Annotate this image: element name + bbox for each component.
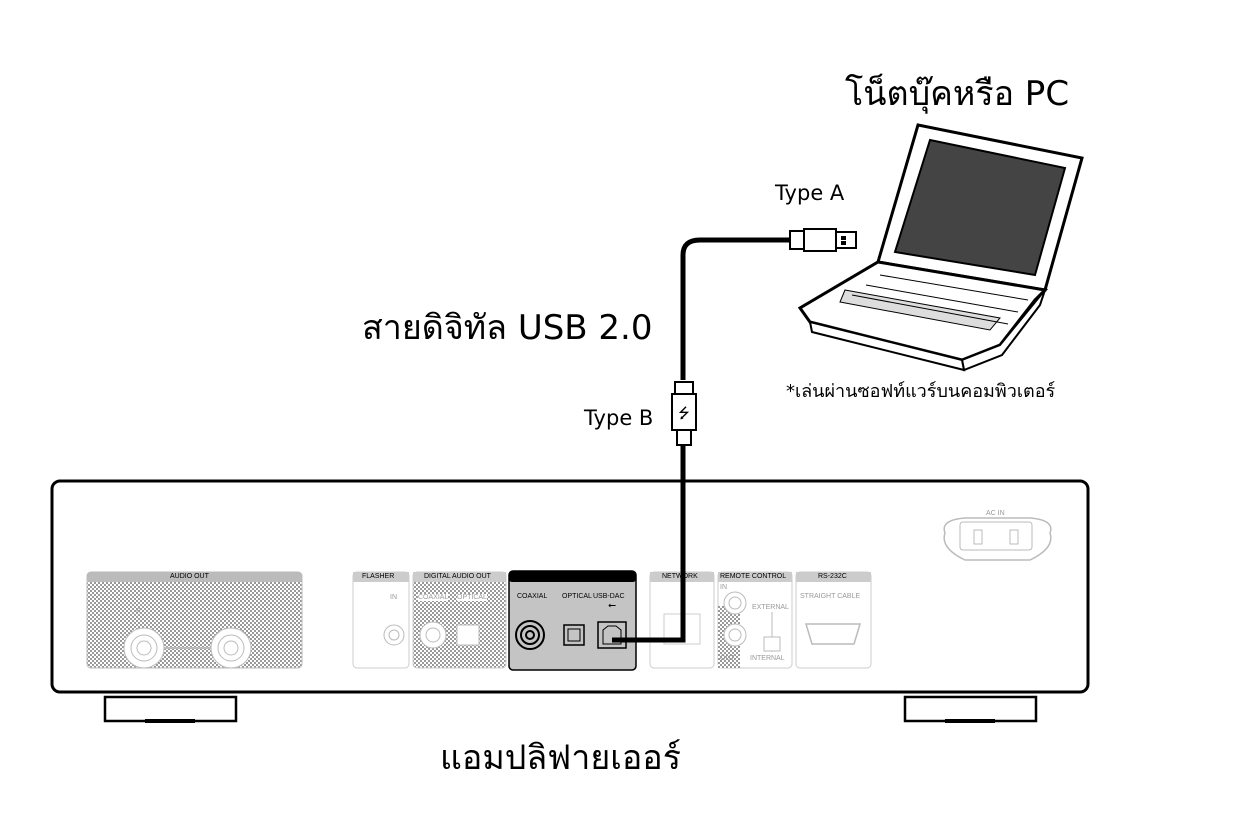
laptop-illustration (797, 123, 1084, 372)
amplifier-label: แอมปลิฟายเออร์ (440, 738, 681, 778)
rc-in: IN (720, 584, 727, 591)
amplifier-foot-left (103, 695, 238, 723)
digital-audio-in-section (508, 570, 637, 671)
ac-in-socket (943, 517, 1052, 561)
digital-audio-out-label: DIGITAL AUDIO OUT (424, 573, 491, 580)
type-b-label: Type B (584, 406, 654, 430)
remote-control-label: REMOTE CONTROL (720, 573, 787, 580)
rc-internal: INTERNAL (750, 655, 785, 662)
usb-type-b-plug: ⭍ (671, 381, 697, 446)
dao-coaxial: COAXIAL (418, 594, 449, 601)
amplifier-foot-right (903, 695, 1038, 723)
rs232c-straight-cable: STRAIGHT CABLE (800, 593, 861, 600)
audio-out-label: AUDIO OUT (170, 573, 209, 580)
flasher-label: FLASHER (362, 573, 395, 580)
audio-out-l: L (228, 608, 232, 615)
usb-icon: ⭍ (678, 406, 690, 422)
type-a-label: Type A (775, 181, 845, 205)
dai-optical: OPTICAL (562, 593, 592, 600)
laptop-label: โน็ตบุ๊คหรือ PC (845, 74, 1070, 114)
audio-out-section (86, 571, 303, 669)
usb-cable: ⭍ (612, 228, 857, 643)
flasher-in: IN (390, 594, 397, 601)
rs232c-label: RS-232C (818, 573, 847, 580)
usb-icon: ⭠ (608, 600, 616, 611)
network-label: NETWORK (662, 573, 698, 580)
audio-out-r: R (136, 608, 142, 615)
digital-audio-in-label: DIGITAL AUDIO IN (540, 573, 600, 580)
dao-optical: OPTICAL (457, 594, 487, 601)
dai-usb-dac: USB-DAC (593, 593, 625, 600)
cable-label: สายดิจิทัล USB 2.0 (362, 308, 653, 348)
ac-in-label: AC IN (986, 510, 1005, 517)
amplifier-rear-panel (50, 479, 1090, 723)
usb-type-a-plug (789, 228, 857, 252)
rc-out: OUT (720, 655, 735, 662)
software-note: *เล่นผ่านซอฟท์แวร์บนคอมพิวเตอร์ (786, 381, 1056, 402)
rc-external: EXTERNAL (752, 604, 789, 611)
dai-coaxial: COAXIAL (517, 593, 548, 600)
